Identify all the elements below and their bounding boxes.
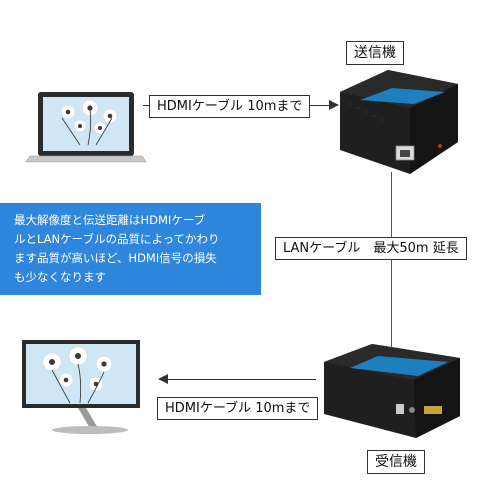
top-cable-label: HDMIケーブル 10mまで [149,95,311,118]
sender-label: 送信機 [346,41,404,65]
info-line-4: も少なくなります [14,270,106,284]
bottom-arrow-line [166,379,316,380]
info-line-2: ルとLANケーブルの品質によってかわり [14,232,220,246]
lan-line [391,172,392,348]
info-box: 最大解像度と伝送距離はHDMIケーブ ルとLANケーブルの品質によってかわり ま… [0,203,261,295]
info-line-3: ます品質が高いほど、HDMI信号の損失 [14,251,217,265]
info-line-1: 最大解像度と伝送距離はHDMIケーブ [14,213,206,227]
bottom-arrow-head [158,374,168,384]
bottom-cable-label: HDMIケーブル 10mまで [157,397,319,420]
receiver-label: 受信機 [367,450,425,474]
top-arrow-head [329,100,339,110]
lan-label: LANケーブル 最大50m 延長 [275,237,467,260]
